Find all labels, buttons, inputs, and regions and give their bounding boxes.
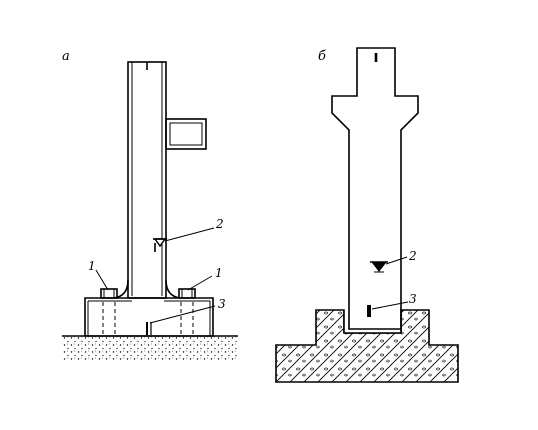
crane-bracket xyxy=(165,118,207,150)
level-mark-a xyxy=(153,238,167,252)
level-mark-b xyxy=(370,261,388,273)
panel-a: а xyxy=(62,49,238,360)
axis-mark-b xyxy=(367,305,371,317)
callout-2-a: 2 xyxy=(215,217,224,231)
axis-mark-a xyxy=(146,322,152,335)
steel-column xyxy=(113,61,181,299)
callout-2-b: 2 xyxy=(408,249,417,263)
callout-3-b: 3 xyxy=(409,292,417,306)
leader-lines-a xyxy=(95,227,216,324)
panel-b-label: б xyxy=(318,49,326,64)
base-plate xyxy=(84,297,214,337)
leader-lines-b xyxy=(371,256,409,310)
panel-b: б 2 3 xyxy=(275,47,459,383)
callout-3-a: 3 xyxy=(218,297,226,311)
concrete-foundation xyxy=(275,309,459,383)
precast-column xyxy=(331,47,419,330)
ground-soil xyxy=(62,335,238,360)
left-nut xyxy=(100,288,118,299)
callout-1-right: 1 xyxy=(215,266,223,280)
callout-1-left: 1 xyxy=(88,259,96,273)
anchor-bolt-lines xyxy=(102,302,194,336)
panel-a-label: а xyxy=(62,49,70,64)
right-nut xyxy=(178,288,196,299)
